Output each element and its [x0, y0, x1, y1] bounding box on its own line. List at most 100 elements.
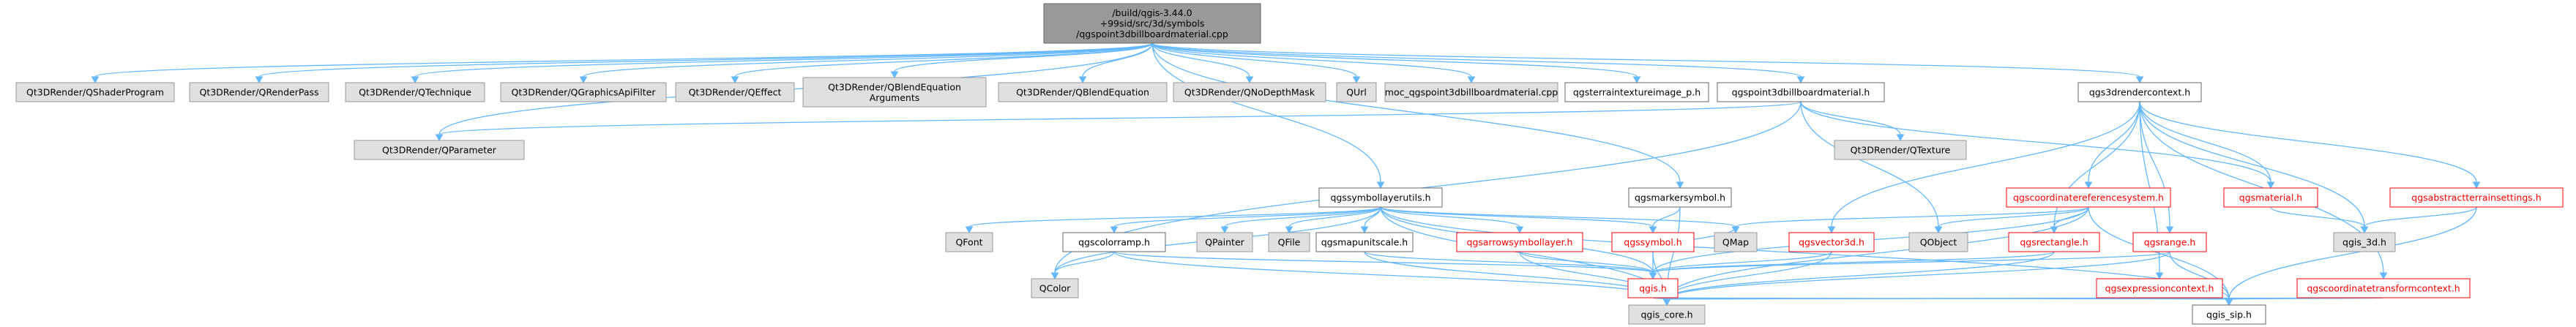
node-qgis3d[interactable]: qgis_3d.h [2333, 232, 2396, 252]
edge-root-to-qurl [1151, 42, 1361, 84]
node-label: Qt3DRender/QTechnique [359, 87, 471, 98]
node-label: qgsmarkersymbol.h [1635, 192, 1725, 203]
node-label: qgis_sip.h [2206, 309, 2252, 320]
edge-root-to-qnodepthmask [1151, 42, 1254, 84]
node-qgraphicsapifilter[interactable]: Qt3DRender/QGraphicsApiFilter [500, 82, 667, 102]
edge-root-to-qshaderprogram [91, 42, 1153, 84]
node-transformcontext[interactable]: qgscoordinatetransformcontext.h [2296, 278, 2471, 298]
node-qrenderpass[interactable]: Qt3DRender/QRenderPass [189, 82, 329, 102]
edge-qgs3drendercontext-to-abstractterrainsettings [2139, 101, 2481, 189]
node-label: qgsrange.h [2144, 237, 2196, 248]
node-qgsmaterial[interactable]: qgsmaterial.h [2223, 187, 2318, 208]
node-qcolor[interactable]: QColor [1031, 278, 1079, 298]
edge-crs-to-qobject [1934, 206, 2089, 234]
node-point3dbillboardmaterial[interactable]: qgspoint3dbillboardmaterial.h [1717, 82, 1885, 102]
node-expressioncontext[interactable]: qgsexpressioncontext.h [2096, 278, 2223, 298]
node-symbollayerutils[interactable]: qgssymbollayerutils.h [1318, 187, 1443, 208]
edge-symbollayerutils-to-qfont [965, 206, 1381, 234]
node-qtexture[interactable]: Qt3DRender/QTexture [1834, 140, 1967, 160]
edge-qgis-to-qgiscore [1652, 297, 1671, 307]
node-label: qgssymbollayerutils.h [1330, 192, 1430, 203]
edge-root-to-symbollayerutils [1151, 42, 1385, 189]
edge-colorramp-to-qgiscore [1113, 251, 1671, 307]
node-qtechnique[interactable]: Qt3DRender/QTechnique [345, 82, 485, 102]
node-mapunitscale[interactable]: qgsmapunitscale.h [1315, 232, 1414, 252]
node-label: QPainter [1205, 237, 1244, 248]
dependency-nodes: /build/qgis-3.44.0+99sid/src/3d/symbols/… [15, 3, 2564, 325]
node-abstractterrainsettings[interactable]: qgsabstractterrainsettings.h [2389, 187, 2564, 208]
node-qnodepthmask[interactable]: Qt3DRender/QNoDepthMask [1173, 82, 1326, 102]
node-vector3d[interactable]: qgsvector3d.h [1788, 232, 1875, 252]
node-qmap[interactable]: QMap [1714, 232, 1758, 252]
edge-symbollayerutils-to-arrowsymbollayer [1380, 206, 1524, 234]
node-label: QObject [1920, 237, 1957, 248]
node-label: qgsvector3d.h [1799, 237, 1864, 248]
node-qshaderprogram[interactable]: Qt3DRender/QShaderProgram [15, 82, 175, 102]
node-label: qgis.h [1639, 283, 1667, 294]
node-label: qgsarrowsymbollayer.h [1467, 237, 1573, 248]
node-qblendequation[interactable]: Qt3DRender/QBlendEquation [998, 82, 1168, 102]
node-colorramp[interactable]: qgscolorramp.h [1062, 232, 1166, 252]
edge-qgis-to-qgissip [1652, 297, 2233, 307]
node-label: qgis_3d.h [2342, 237, 2386, 248]
node-qpainter[interactable]: QPainter [1196, 232, 1253, 252]
node-label: /build/qgis-3.44.0 [1112, 7, 1192, 18]
node-label: +99sid/src/3d/symbols [1100, 18, 1205, 29]
node-label: qgspoint3dbillboardmaterial.h [1732, 87, 1870, 98]
edge-root-to-qgraphicsapifilter [579, 42, 1153, 84]
edge-point3dbillboardmaterial-to-qobject [1800, 101, 1943, 234]
node-qurl[interactable]: QUrl [1336, 82, 1377, 102]
node-moc[interactable]: moc_qgspoint3dbillboardmaterial.cpp [1384, 82, 1558, 102]
node-qgs3drendercontext[interactable]: qgs3drendercontext.h [2077, 82, 2202, 102]
node-label: QColor [1039, 283, 1071, 294]
edge-colorramp-to-qcolor [1050, 251, 1115, 280]
edge-root-to-moc [1151, 42, 1476, 84]
node-label: Qt3DRender/QTexture [1851, 145, 1951, 156]
node-qfont[interactable]: QFont [945, 232, 993, 252]
node-label: qgsterraintextureimage_p.h [1573, 87, 1700, 98]
node-label: qgsabstractterrainsettings.h [2411, 192, 2541, 203]
node-qobject[interactable]: QObject [1908, 232, 1968, 252]
node-crs[interactable]: qgscoordinatereferencesystem.h [2006, 187, 2171, 208]
edge-root-to-qgs3drendercontext [1151, 42, 2144, 84]
edge-qgs3drendercontext-to-crs [2084, 101, 2140, 189]
node-qeffect[interactable]: Qt3DRender/QEffect [675, 82, 795, 102]
node-arrowsymbollayer[interactable]: qgsarrowsymbollayer.h [1456, 232, 1583, 252]
node-label: qgsmapunitscale.h [1321, 237, 1408, 248]
edge-symbollayerutils-to-qpainter [1220, 206, 1381, 234]
node-root[interactable]: /build/qgis-3.44.0+99sid/src/3d/symbols/… [1043, 3, 1261, 44]
edge-mapunitscale-to-qgiscore [1364, 251, 1671, 307]
edge-root-to-markersymbol [1151, 42, 1684, 189]
node-qgis[interactable]: qgis.h [1627, 278, 1679, 298]
edge-crs-to-qmap [1731, 206, 2089, 234]
node-label: moc_qgspoint3dbillboardmaterial.cpp [1385, 87, 1558, 98]
node-qgsrange[interactable]: qgsrange.h [2132, 232, 2207, 252]
edge-qgs3drendercontext-to-vector3d [1827, 101, 2140, 234]
edge-symbollayerutils-to-qfile [1285, 206, 1381, 234]
node-markersymbol[interactable]: qgsmarkersymbol.h [1628, 187, 1732, 208]
node-qgiscore[interactable]: qgis_core.h [1628, 304, 1706, 325]
edge-root-to-qtechnique [411, 42, 1153, 84]
node-label: Qt3DRender/QParameter [382, 145, 497, 156]
node-qparameter[interactable]: Qt3DRender/QParameter [354, 140, 525, 160]
edge-vector3d-to-qgiscore [1662, 251, 1832, 307]
node-label: Arguments [870, 92, 920, 103]
node-label: qgsrectangle.h [2020, 237, 2088, 248]
node-terraintextureimage[interactable]: qgsterraintextureimage_p.h [1564, 82, 1709, 102]
node-label: qgsmaterial.h [2239, 192, 2302, 203]
node-qgissip[interactable]: qgis_sip.h [2192, 304, 2266, 325]
node-label: Qt3DRender/QEffect [689, 87, 782, 98]
node-label: qgscolorramp.h [1078, 237, 1150, 248]
edge-qgsrange-to-qgis [1649, 251, 2170, 280]
node-qgssymbol[interactable]: qgssymbol.h [1611, 232, 1695, 252]
node-rectangle[interactable]: qgsrectangle.h [2008, 232, 2100, 252]
node-label: qgis_core.h [1640, 309, 1692, 320]
node-label: qgscoordinatetransformcontext.h [2307, 283, 2460, 294]
node-label: QUrl [1346, 87, 1367, 98]
node-qfile[interactable]: QFile [1268, 232, 1310, 252]
node-label: Qt3DRender/QBlendEquation [1016, 87, 1149, 98]
edge-symbollayerutils-to-colorramp [1110, 206, 1381, 234]
node-label: QFile [1278, 237, 1301, 248]
